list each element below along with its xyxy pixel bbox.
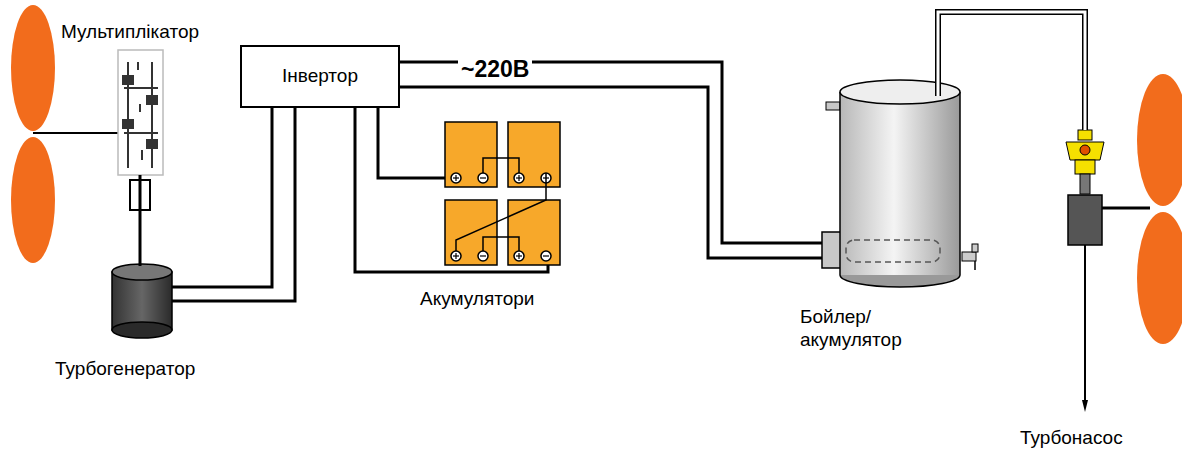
wire-connector <box>172 108 295 301</box>
node-label: Мультиплікатор <box>61 21 199 44</box>
wire-line <box>400 62 822 243</box>
wire-connector <box>140 175 141 266</box>
boiler-tank: Бойлер/ акумулятор <box>840 80 960 287</box>
turbo-pump: Турбонасос <box>1065 130 1105 245</box>
voltage-label: ~220В <box>458 56 532 83</box>
wire-line <box>172 108 272 287</box>
wire-connector <box>938 12 1085 130</box>
wire-line <box>355 108 548 272</box>
wire-line <box>938 12 1085 130</box>
node-label: Бойлер/ акумулятор <box>800 306 920 352</box>
battery-bank: Акумулятори <box>445 122 560 265</box>
node-label: Інвертор <box>282 65 358 88</box>
node-label: Турбогенератор <box>55 358 195 381</box>
node-label: Турбонасос <box>1020 427 1123 450</box>
wire-connector <box>400 62 822 258</box>
gearbox: Мультиплікатор <box>118 50 163 175</box>
node-label: Акумулятори <box>420 288 534 311</box>
turbo-generator: Турбогенератор <box>112 264 172 338</box>
wire-line <box>938 12 1085 130</box>
wire-line <box>139 175 142 266</box>
wire-line <box>172 108 295 301</box>
wire-line <box>378 108 445 178</box>
wire-connector <box>355 108 548 272</box>
inverter-box: Інвертор <box>240 45 400 108</box>
wire-line <box>400 87 822 258</box>
